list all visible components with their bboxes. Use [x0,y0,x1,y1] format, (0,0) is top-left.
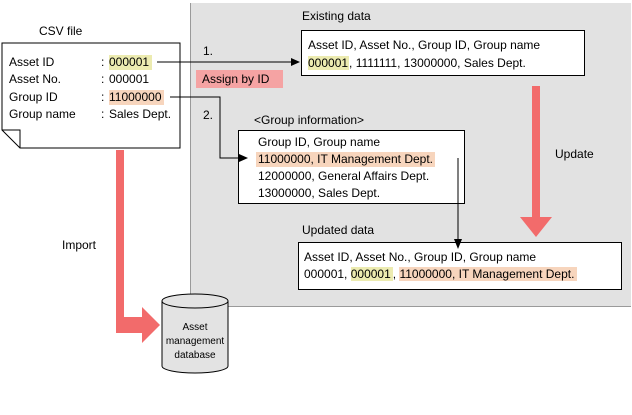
csv-value-group-id: 11000000 [109,90,164,105]
csv-row-group-id: Group ID [9,90,58,105]
csv-file-title: CSV file [39,24,83,38]
csv-value-asset-no: 000001 [109,72,150,86]
csv-colon: : [101,107,105,121]
csv-colon: : [101,72,105,86]
arrowhead-group-to-updated [454,239,462,249]
assign-by-id-label: Assign by ID [202,72,270,86]
update-label: Update [555,147,594,161]
update-arrow [520,86,552,237]
group-info-header: Group ID, Group name [258,135,381,149]
import-label: Import [62,238,97,252]
import-arrow [116,150,160,343]
updated-group: 11000000, IT Management Dept. [399,267,578,281]
group-info-row: 11000000, IT Management Dept. [256,152,436,167]
csv-colon: : [101,55,105,69]
existing-data-title: Existing data [302,9,371,23]
updated-part: 000001, [304,267,351,281]
csv-label: Group ID [9,90,58,104]
database-line: management [165,336,225,347]
database-line: Asset [182,322,208,333]
csv-label: Group name [9,107,76,121]
csv-row-group-name: Group name [9,107,76,122]
assign-by-id-badge [196,70,283,88]
csv-label: Asset No. [9,72,62,86]
group-info-row: 12000000, General Affairs Dept. [258,169,430,183]
updated-asset-no: 000001 [350,267,393,281]
database-cylinder-top [161,293,229,309]
csv-value-asset-id: 000001 [109,55,153,70]
csv-row-asset-no: Asset No. [9,72,61,87]
group-info-title: <Group information> [254,113,365,127]
existing-asset-id: 000001 [308,56,350,70]
database-line: database [174,350,216,361]
arrowhead-group-lookup [239,154,248,162]
updated-data-header: Asset ID, Asset No., Group ID, Group nam… [304,250,537,264]
updated-data-row: 000001, 000001, 11000000, IT Management … [304,267,578,282]
arrow-group-lookup [170,96,240,159]
updated-data-box [298,242,622,290]
csv-colon: : [101,90,105,104]
group-info-row: 13000000, Sales Dept. [258,186,381,200]
csv-label: Asset ID [9,55,55,69]
updated-data-title: Updated data [302,223,375,237]
csv-row-asset-id: Asset ID [9,55,54,70]
database-cylinder [161,301,229,374]
csv-value-group-name: Sales Dept. [109,107,172,121]
existing-row-rest: , 1111111, 13000000, Sales Dept. [349,56,526,70]
database-label: Asset management database [162,321,228,363]
group-info-box [238,130,465,204]
step-2-label: 2. [203,108,214,122]
existing-data-header: Asset ID, Asset No., Group ID, Group nam… [308,38,541,52]
step-1-label: 1. [203,44,214,58]
existing-data-row: 000001, 1111111, 13000000, Sales Dept. [308,56,526,71]
arrowhead-assign-id [291,58,300,66]
updated-part: , [392,267,400,281]
